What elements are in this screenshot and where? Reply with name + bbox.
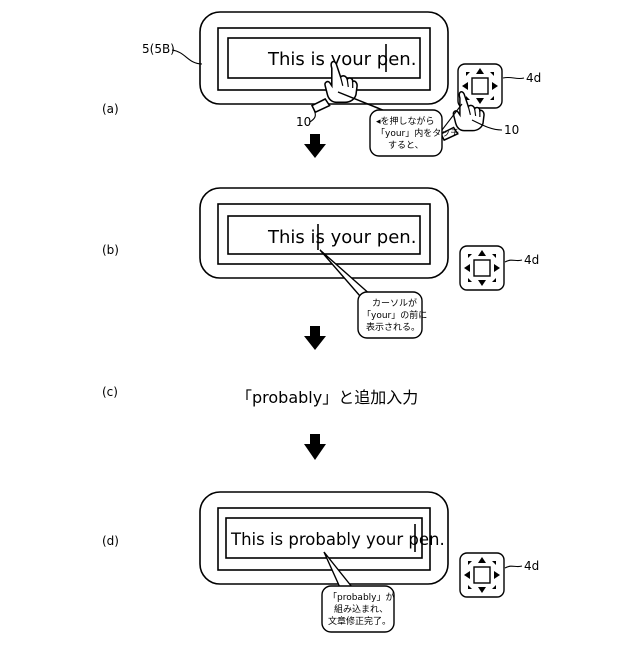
- callout-a-line3: すると、: [388, 140, 424, 151]
- pad-ref-label-b: 4d: [524, 253, 539, 267]
- callout-b-tail: [320, 250, 372, 296]
- dpad-icon-b: [460, 246, 504, 290]
- screen-text-a: This is your pen.: [267, 49, 416, 70]
- device-leader-line: [172, 50, 202, 64]
- callout-b-line1: カーソルが: [372, 297, 417, 309]
- finger-ref-label-right: 10: [504, 123, 519, 137]
- screen-text-d: This is probably your pen.: [230, 530, 445, 549]
- screen-text-b: This is your pen.: [267, 227, 416, 248]
- step-b-label: (b): [102, 243, 119, 257]
- step-b: (b) This is your pen. 4d カーソルが 「your」の前に…: [102, 188, 539, 338]
- arrow-down-icon: [304, 326, 326, 350]
- step-a-label: (a): [102, 102, 119, 116]
- callout-d-line1: 「probably」が: [328, 591, 395, 603]
- pad-leader-a: [503, 77, 524, 78]
- step-d-label: (d): [102, 534, 119, 548]
- step-a: (a) This is your pen. 5(5B) 4d 10 10 ◂を押…: [102, 12, 541, 156]
- callout-b-line2: 「your」の前に: [362, 309, 427, 321]
- device-ref-label: 5(5B): [142, 42, 175, 56]
- dpad-icon-d: [460, 553, 504, 597]
- callout-b-line3: 表示される。: [366, 321, 420, 333]
- pad-ref-label-d: 4d: [524, 559, 539, 573]
- step-c-instruction: 「probably」と追加入力: [236, 388, 418, 407]
- arrow-down-icon: [304, 434, 326, 460]
- step-c-label: (c): [102, 385, 118, 399]
- callout-d-line2: 組み込まれ、: [334, 603, 388, 615]
- callout-a-line1: ◂を押しながら: [376, 115, 435, 127]
- pad-ref-label-a: 4d: [526, 71, 541, 85]
- finger-ref-label-left: 10: [296, 115, 311, 129]
- arrow-down-icon: [304, 134, 326, 158]
- step-c: (c) 「probably」と追加入力: [102, 385, 418, 407]
- step-d: (d) This is probably your pen. 4d 「proba…: [102, 492, 539, 632]
- callout-a-line2: 「your」内をタッチ: [376, 127, 459, 139]
- callout-d-line3: 文章修正完了。: [328, 615, 391, 627]
